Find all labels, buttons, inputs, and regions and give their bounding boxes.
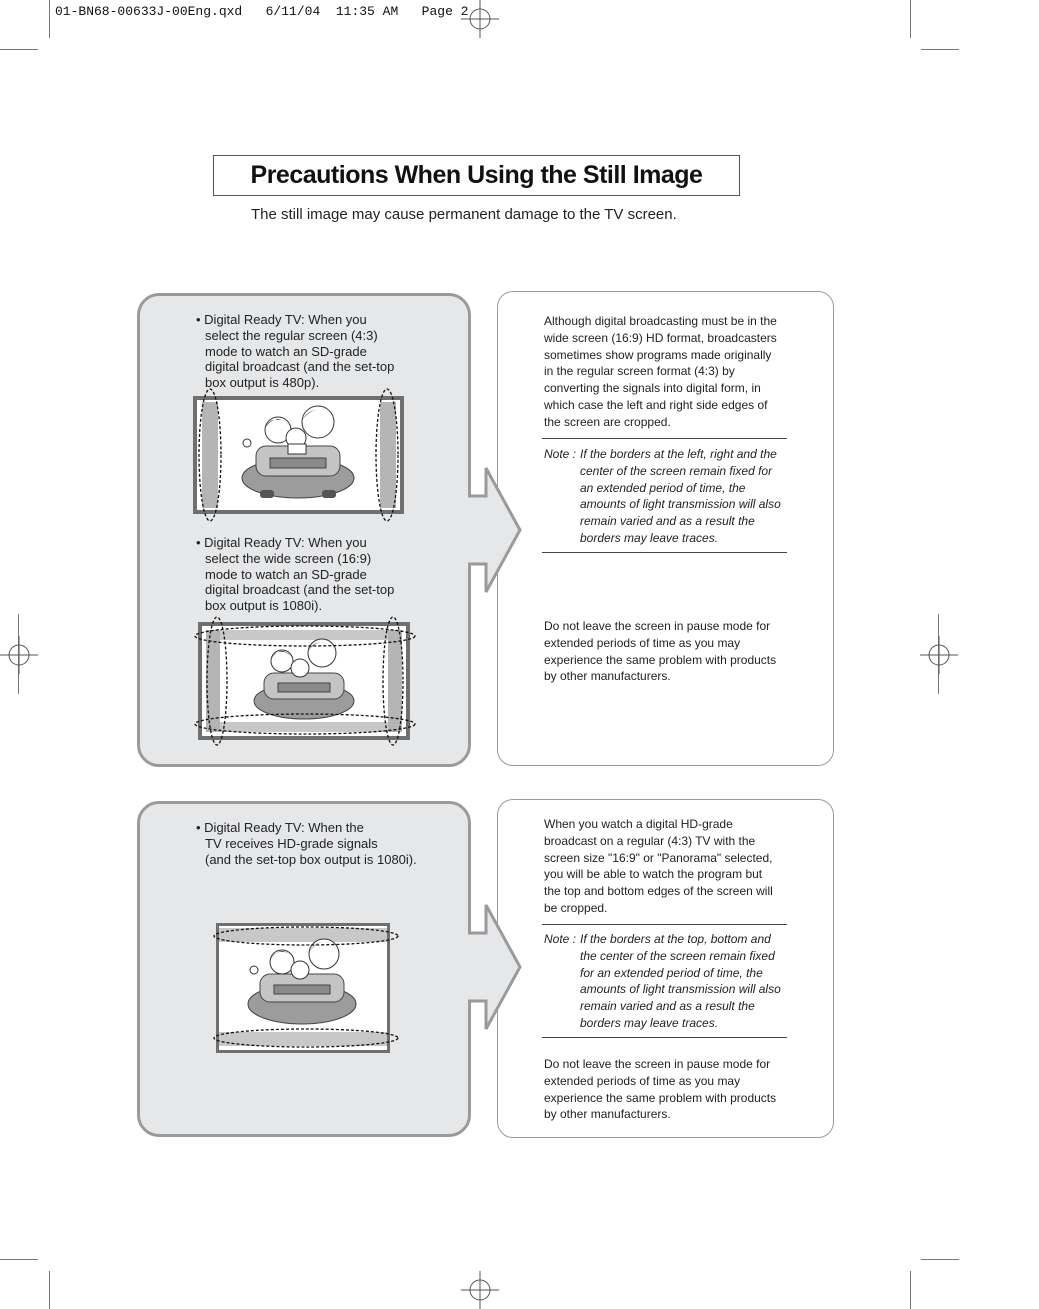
crop-mark bbox=[921, 1259, 959, 1260]
crop-mark bbox=[910, 1271, 911, 1309]
divider bbox=[542, 552, 787, 553]
tv-illustration-16-9-icon bbox=[194, 616, 416, 746]
pause-warning: Do not leave the screen in pause mode fo… bbox=[544, 619, 777, 684]
registration-mark-icon bbox=[0, 636, 38, 674]
bullet-4-3: • Digital Ready TV: When you select the … bbox=[196, 312, 395, 391]
pause-warning: Do not leave the screen in pause mode fo… bbox=[544, 1057, 777, 1122]
text-panel-2 bbox=[497, 799, 834, 1138]
explanation-paragraph: Although digital broadcasting must be in… bbox=[544, 314, 777, 429]
divider bbox=[542, 1037, 787, 1038]
registration-mark-icon bbox=[461, 1271, 499, 1309]
note-block: Note : If the borders at the left, right… bbox=[544, 447, 781, 545]
registration-mark-icon bbox=[461, 0, 499, 38]
crop-mark bbox=[0, 1259, 38, 1260]
print-slug: 01-BN68-00633J-00Eng.qxd 6/11/04 11:35 A… bbox=[55, 4, 469, 19]
note-block: Note : If the borders at the top, bottom… bbox=[544, 932, 781, 1030]
page-subtitle: The still image may cause permanent dama… bbox=[251, 206, 677, 223]
tv-illustration-4-3-icon bbox=[193, 388, 404, 522]
arrow-pointer-icon bbox=[468, 904, 522, 1030]
page-title: Precautions When Using the Still Image bbox=[250, 161, 703, 189]
crop-mark bbox=[49, 1271, 50, 1309]
crop-mark bbox=[921, 49, 959, 50]
tv-illustration-hd-icon bbox=[213, 923, 399, 1053]
bullet-16-9: • Digital Ready TV: When you select the … bbox=[196, 535, 395, 614]
crop-mark bbox=[0, 49, 38, 50]
crop-mark bbox=[49, 0, 50, 38]
registration-mark-icon bbox=[920, 636, 958, 674]
arrow-pointer-icon bbox=[468, 467, 522, 593]
bullet-hd: • Digital Ready TV: When the TV receives… bbox=[196, 820, 417, 867]
divider bbox=[542, 438, 787, 439]
title-box: Precautions When Using the Still Image bbox=[213, 155, 740, 196]
divider bbox=[542, 924, 787, 925]
crop-mark bbox=[910, 0, 911, 38]
explanation-paragraph: When you watch a digital HD-grade broadc… bbox=[544, 817, 773, 915]
text-panel-1 bbox=[497, 291, 834, 766]
